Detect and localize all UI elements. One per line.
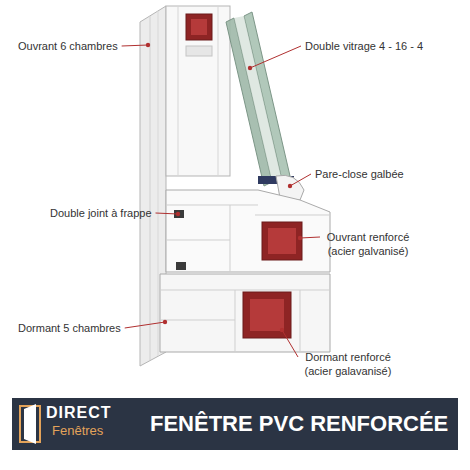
reinforcement-steel [262,222,302,260]
logo-text: Fenêtres [52,423,103,438]
chamber-wall [255,215,330,216]
leader-dot [288,184,292,188]
logo-text: DIRECT [46,404,112,422]
profile-edge [178,6,179,176]
chamber-wall [235,290,236,352]
leader-line [290,174,311,186]
profile-edge [218,6,219,176]
leader-line [122,45,148,46]
leader-dot [298,236,302,240]
leader-line [156,213,178,214]
logo-icon [24,404,36,444]
callout-label: Pare-close galbée [315,167,404,181]
chamber-wall [160,290,330,291]
leader-line [125,322,165,328]
callout-label: Double vitrage 4 - 16 - 4 [305,39,423,53]
leader-dot [176,212,180,216]
reinforcement-steel [250,299,284,331]
leader-dot [280,328,284,332]
reinforcement-steel [268,228,296,254]
reinforcement-steel [186,14,212,40]
sash-profile [166,190,330,272]
reinforcement-steel [191,19,207,35]
reinforcement-steel [243,292,291,338]
glass-gap [234,16,282,182]
leader-dot [248,66,252,70]
banner-title: FENÊTRE PVC RENFORCÉE [150,411,448,437]
callout-label: Ouvrant 6 chambres [18,39,118,53]
leader-line [300,237,320,238]
callout-label: Dormant 5 chambres [18,321,121,335]
leader-dot [146,43,150,47]
leader-line [250,46,301,68]
chamber-wall [160,320,235,321]
banner [12,398,458,450]
leader-dot [163,320,167,324]
chamber-wall [300,290,301,352]
frame-profile [160,274,330,352]
chamber [186,46,212,56]
gasket [176,262,186,270]
chamber-wall [166,205,258,206]
sash-upper [166,6,230,176]
profile-edge [158,11,159,356]
callout-label: Dormant renforcé (acier galavanisé) [296,350,400,378]
callout-label: Ouvrant renforcé (acier galvanisé) [318,230,418,258]
chamber-wall [166,240,230,241]
callout-label: Double joint à frappe [50,206,152,220]
chamber-wall [230,205,231,272]
leader-line [282,330,298,357]
profile-edge [150,16,151,360]
